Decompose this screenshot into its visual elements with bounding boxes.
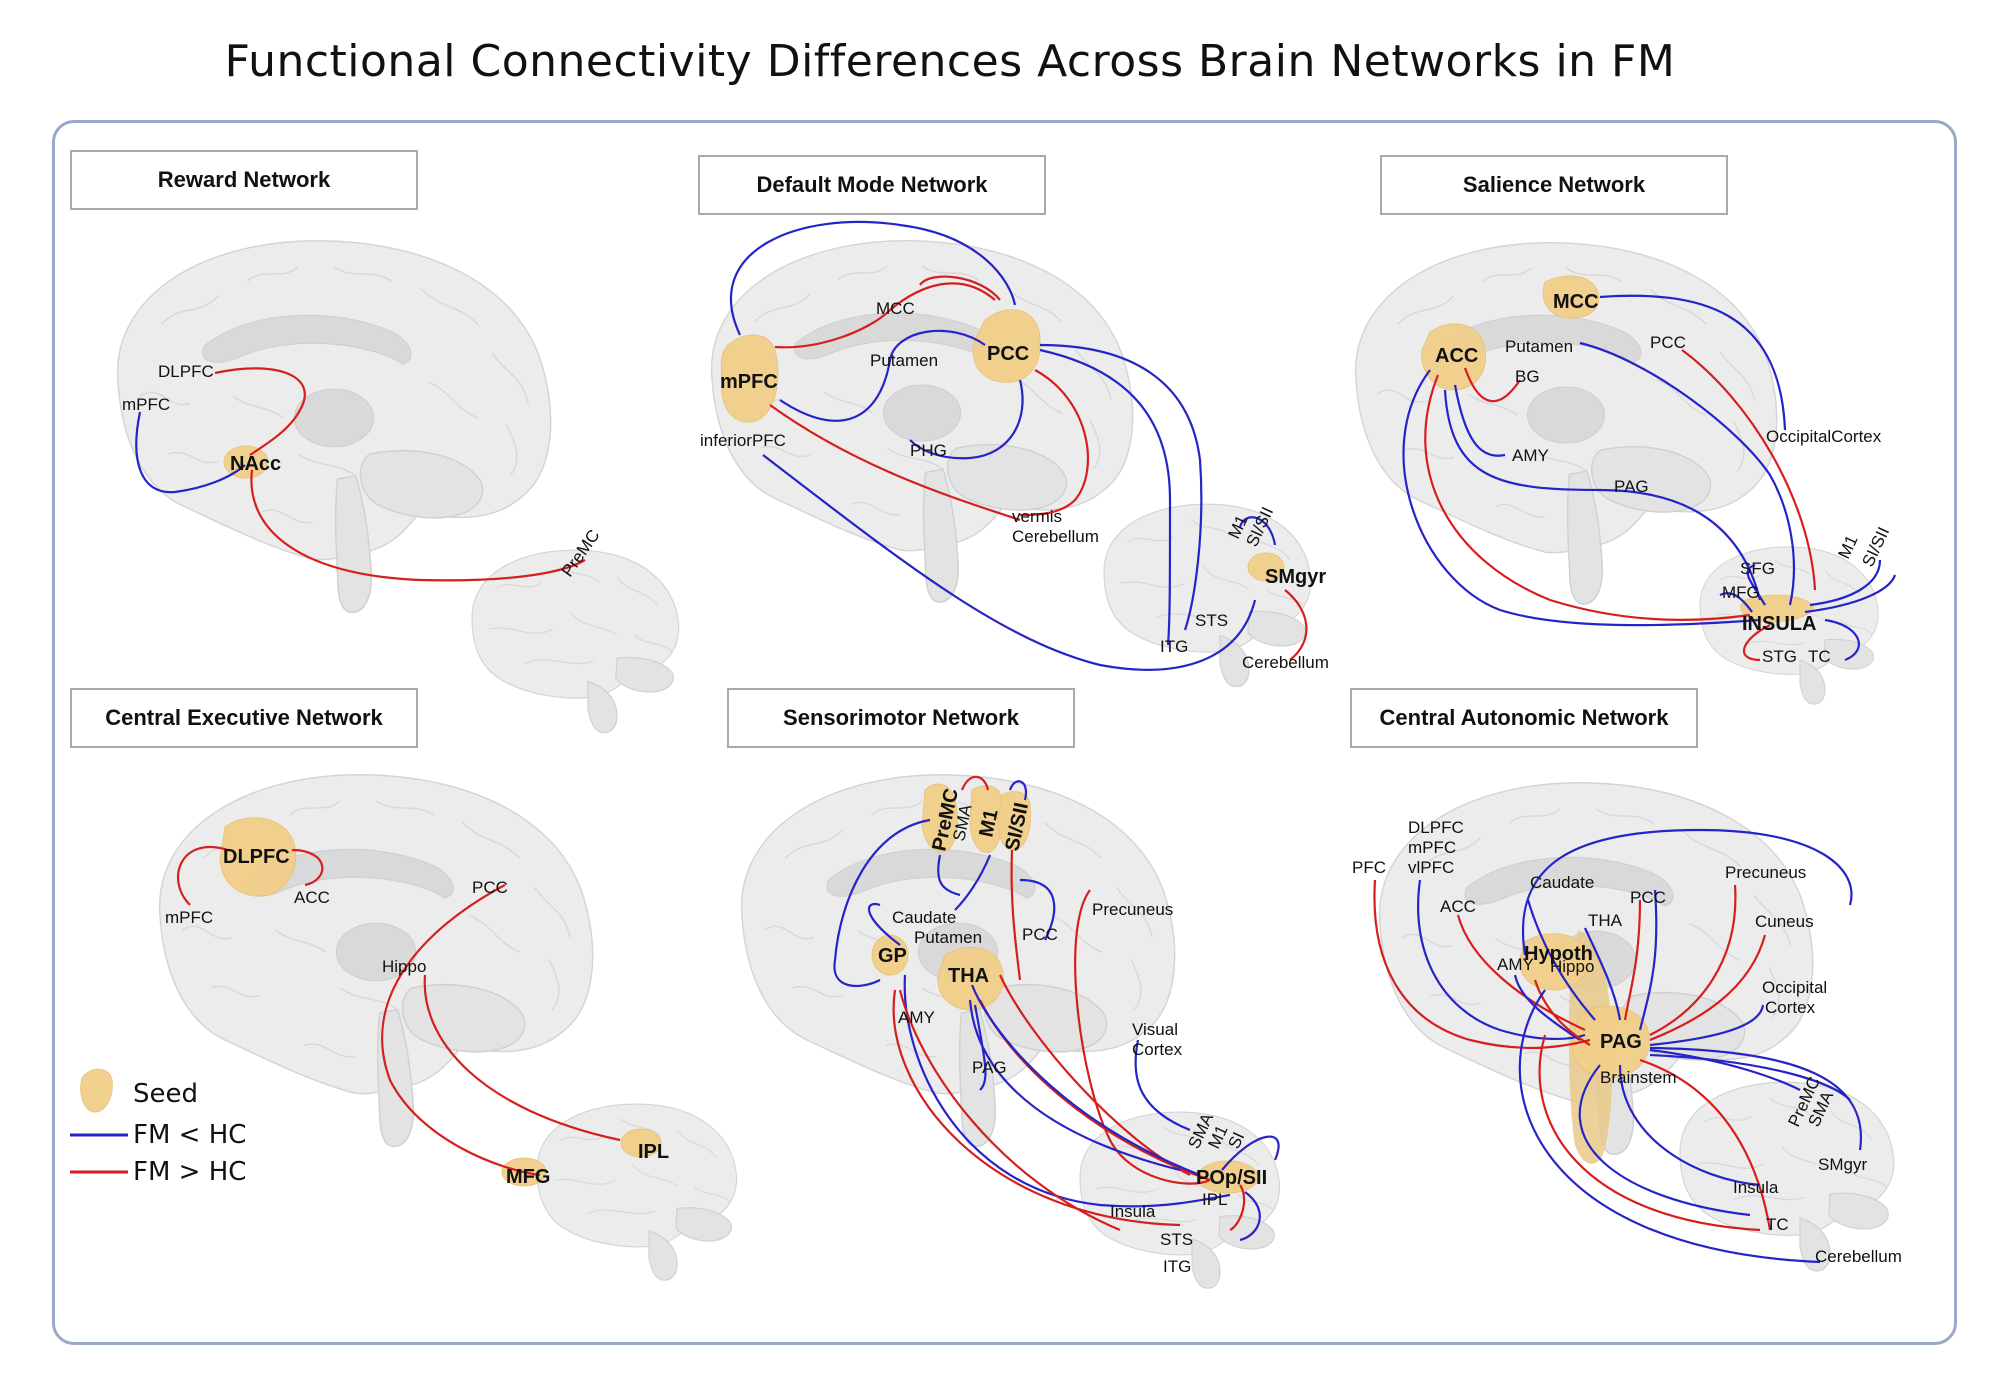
label-sal-mfg: MFG	[1722, 583, 1760, 602]
label-sal-amy: AMY	[1512, 446, 1549, 465]
label-smn-insula: Insula	[1110, 1202, 1156, 1221]
lines-dmn	[729, 220, 1308, 671]
brain-dmn-medial	[710, 239, 1134, 603]
label-sal-si-sii: SI/SII	[1858, 524, 1893, 570]
label-reward-dlpfc: DLPFC	[158, 362, 214, 381]
label-smn-si-lat: SI	[1224, 1129, 1248, 1152]
label-cen-mpfc: mPFC	[165, 908, 213, 927]
label-dmn-inferiorpfc: inferiorPFC	[700, 431, 786, 450]
label-can-caudate: Caudate	[1530, 873, 1594, 892]
label-sal-occipitalcortex: OccipitalCortex	[1766, 427, 1882, 446]
label-dmn-cerebellum-lat: Cerebellum	[1242, 653, 1329, 672]
label-can-acc: ACC	[1440, 897, 1476, 916]
lines-smn	[833, 775, 1280, 1242]
seed-acc-sal: ACC	[1435, 345, 1478, 367]
label-sal-pcc: PCC	[1650, 333, 1686, 352]
label-smn-pcc: PCC	[1022, 925, 1058, 944]
brain-can-lateral	[1679, 1081, 1895, 1272]
label-dmn-putamen: Putamen	[870, 351, 938, 370]
label-smn-caudate: Caudate	[892, 908, 956, 927]
label-dmn-vermis: vermis	[1012, 507, 1062, 526]
seed-dlpfc-cen: DLPFC	[223, 846, 290, 868]
seed-gp-smn: GP	[878, 945, 907, 967]
label-sal-pag: PAG	[1614, 477, 1649, 496]
legend-blue-label: FM < HC	[133, 1120, 246, 1150]
label-cen-acc: ACC	[294, 888, 330, 907]
label-can-vlpfc: vlPFC	[1408, 858, 1454, 877]
panel-title-dmn: Default Mode Network	[698, 155, 1046, 215]
label-can-occipital: Occipital	[1762, 978, 1827, 997]
label-smn-precuneus: Precuneus	[1092, 900, 1173, 919]
label-smn-ipl: IPL	[1202, 1190, 1228, 1209]
label-smn-putamen: Putamen	[914, 928, 982, 947]
seed-hypoth-can: Hypoth	[1524, 943, 1593, 965]
label-can-amy: AMY	[1497, 955, 1534, 974]
label-can-cortex: Cortex	[1765, 998, 1816, 1017]
seed-mpfc-dmn: mPFC	[720, 371, 778, 393]
seed-insula: INSULA	[1742, 613, 1816, 635]
seed-pop-sii-smn: POp/SII	[1196, 1167, 1267, 1189]
label-can-tha: THA	[1588, 911, 1623, 930]
label-can-tc: TC	[1766, 1215, 1789, 1234]
label-smn-pag: PAG	[972, 1058, 1007, 1077]
label-can-mpfc: mPFC	[1408, 838, 1456, 857]
lines-can	[1373, 828, 1863, 1264]
label-smn-itg: ITG	[1163, 1257, 1191, 1276]
panel-title-cen: Central Executive Network	[70, 688, 418, 748]
label-can-brainstem: Brainstem	[1600, 1068, 1677, 1087]
label-dmn-sts: STS	[1195, 611, 1228, 630]
label-can-precuneus: Precuneus	[1725, 863, 1806, 882]
label-sal-sfg: SFG	[1740, 559, 1775, 578]
seed-smgyr: SMgyr	[1265, 566, 1326, 588]
label-sal-bg: BG	[1515, 367, 1540, 386]
panel-title-reward: Reward Network	[70, 150, 418, 210]
seed-ipl-cen: IPL	[638, 1141, 669, 1163]
label-can-cuneus: Cuneus	[1755, 912, 1814, 931]
legend-red-label: FM > HC	[133, 1157, 246, 1187]
legend: Seed FM < HC FM > HC	[70, 1068, 246, 1187]
seed-mcc-sal: MCC	[1553, 291, 1599, 313]
label-dmn-phg: PHG	[910, 441, 947, 460]
seed-tha-smn: THA	[948, 965, 989, 987]
seed-nacc: NAcc	[230, 453, 281, 475]
label-sal-tc: TC	[1808, 647, 1831, 666]
label-can-smgyr: SMgyr	[1818, 1155, 1867, 1174]
panel-title-can: Central Autonomic Network	[1350, 688, 1698, 748]
label-smn-cortex: Cortex	[1132, 1040, 1183, 1059]
label-smn-visual: Visual	[1132, 1020, 1178, 1039]
label-cen-hippo: Hippo	[382, 957, 426, 976]
figure-frame	[52, 120, 1957, 1345]
legend-seed-label: Seed	[133, 1079, 198, 1109]
label-cen-pcc: PCC	[472, 878, 508, 897]
label-dmn-cerebellum: Cerebellum	[1012, 527, 1099, 546]
label-reward-mpfc: mPFC	[122, 395, 170, 414]
brain-reward-medial	[116, 240, 552, 614]
label-sal-putamen: Putamen	[1505, 337, 1573, 356]
label-dmn-mcc: MCC	[876, 299, 915, 318]
label-can-insula: Insula	[1733, 1178, 1779, 1197]
label-smn-amy: AMY	[898, 1008, 935, 1027]
label-sal-stg: STG	[1762, 647, 1797, 666]
seed-mfg-cen: MFG	[506, 1166, 550, 1188]
label-can-pcc: PCC	[1630, 888, 1666, 907]
label-can-cerebellum: Cerebellum	[1815, 1247, 1902, 1266]
label-can-pfc: PFC	[1352, 858, 1386, 877]
lines-reward	[135, 367, 586, 582]
seed-pag-can: PAG	[1600, 1031, 1642, 1053]
panel-title-smn: Sensorimotor Network	[727, 688, 1075, 748]
label-smn-sts: STS	[1160, 1230, 1193, 1249]
figure-title: Functional Connectivity Differences Acro…	[224, 36, 1676, 87]
seed-pcc-dmn: PCC	[987, 343, 1029, 365]
panel-title-salience: Salience Network	[1380, 155, 1728, 215]
label-dmn-itg: ITG	[1160, 637, 1188, 656]
lines-salience	[1402, 294, 1897, 662]
lines-cen	[176, 846, 621, 1177]
label-can-dlpfc: DLPFC	[1408, 818, 1464, 837]
label-can-hippo: Hippo	[1550, 957, 1594, 976]
legend-seed-swatch	[80, 1068, 113, 1113]
